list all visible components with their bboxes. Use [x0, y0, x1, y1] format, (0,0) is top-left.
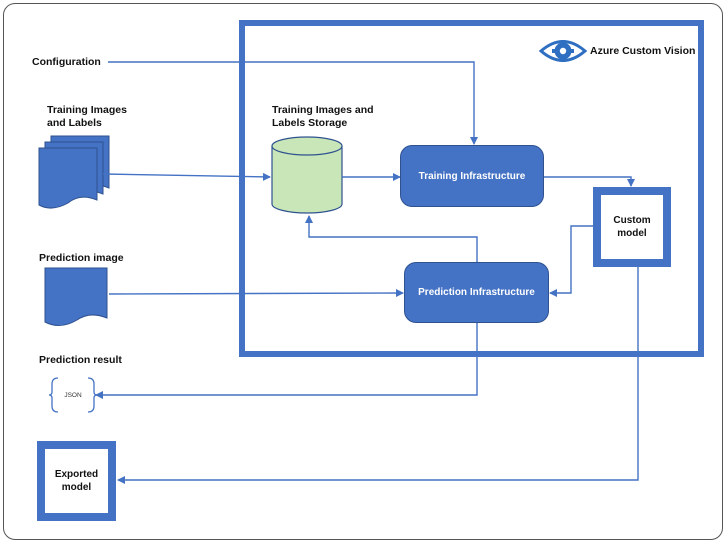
training-images-document-stack-icon [38, 135, 110, 209]
storage-cylinder-icon [271, 136, 343, 214]
configuration-label: Configuration [32, 56, 101, 68]
storage-label: Training Images and Labels Storage [272, 104, 374, 129]
prediction-result-label: Prediction result [39, 354, 122, 366]
custom-model-to-exported-arrow [117, 266, 639, 484]
training-infrastructure-block: Training Infrastructure [400, 145, 544, 207]
eye-gear-icon [538, 40, 588, 62]
diagram-frame [3, 3, 723, 540]
prediction-image-to-prediction-arrow [108, 289, 404, 298]
prediction-image-document-icon [44, 267, 108, 326]
custom-model-label: Custom model [601, 195, 663, 259]
service-title: Azure Custom Vision [590, 45, 696, 57]
azure-boundary [239, 20, 704, 357]
images-to-storage-arrow [102, 172, 271, 181]
custom-model-to-prediction-arrow [549, 225, 594, 297]
prediction-image-label: Prediction image [39, 252, 124, 264]
json-label: JSON [64, 391, 82, 399]
prediction-to-result-arrow [95, 322, 478, 399]
training-images-label: Training Images and Labels [47, 104, 127, 129]
prediction-infrastructure-block: Prediction Infrastructure [404, 262, 549, 323]
configuration-to-training-arrow [108, 61, 478, 145]
custom-model-block: Custom model [593, 187, 671, 267]
training-to-custom-model-arrow [543, 176, 635, 187]
exported-model-block: Exported model [37, 441, 116, 521]
prediction-to-storage-arrow [305, 215, 478, 262]
exported-model-label: Exported model [45, 449, 108, 513]
